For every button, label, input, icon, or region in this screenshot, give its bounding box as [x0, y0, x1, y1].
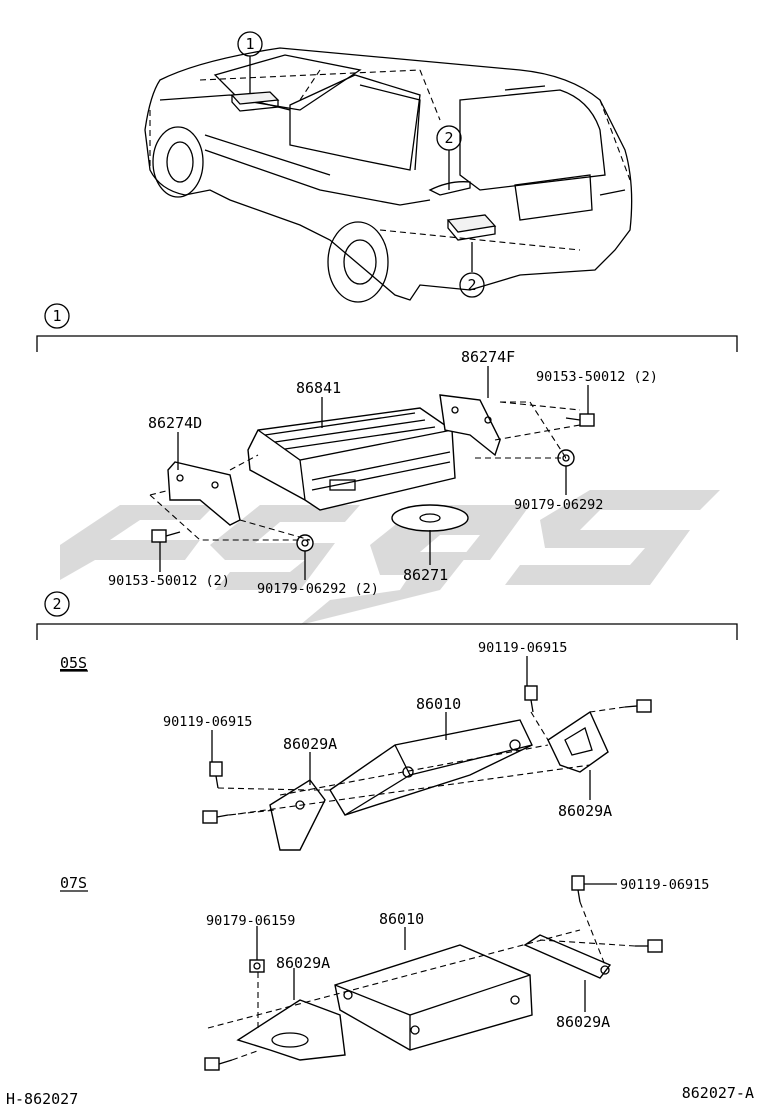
bolt-left-lower-05s	[202, 810, 229, 824]
bracket-left-07s	[236, 999, 346, 1061]
label-bolt-top-05s: 90119-06915	[478, 640, 567, 656]
callout-section-2: 2	[52, 595, 61, 613]
section-2: 2 05S	[36, 591, 738, 1071]
amplifier-86010-07s	[334, 944, 533, 1051]
bolt-right-s1	[565, 413, 595, 427]
bracket-86274D	[167, 461, 241, 526]
bolt-right-07s	[635, 939, 663, 953]
label-86274D: 86274D	[148, 414, 202, 432]
bolt-right-05s	[624, 699, 652, 713]
label-bolt-left-05s: 90119-06915	[163, 714, 252, 730]
bolt-left-s1	[151, 529, 181, 543]
bolt-right-top-07s	[571, 875, 585, 903]
bracket-right-05s	[547, 710, 609, 773]
bracket-left-05s	[269, 779, 326, 851]
callout-vehicle-2a: 2	[444, 129, 453, 147]
label-86271: 86271	[403, 566, 448, 584]
footer-right-code: 862027-A	[682, 1084, 754, 1102]
label-nut-left-07s: 90179-06159	[206, 913, 295, 929]
label-86029A-left-07s: 86029A	[276, 954, 330, 972]
bolt-left-05s	[209, 761, 223, 789]
watermark-logo	[60, 490, 720, 625]
bolt-lower-left-07s	[204, 1057, 233, 1071]
bracket-86274F	[439, 394, 501, 457]
label-bolt-left-s1: 90153-50012 (2)	[108, 573, 230, 589]
label-nut-left-s1: 90179-06292 (2)	[257, 581, 379, 597]
label-86010-07s: 86010	[379, 910, 424, 928]
amplifier-86010-05s	[329, 719, 533, 816]
label-86010-05s: 86010	[416, 695, 461, 713]
label-86274F: 86274F	[461, 348, 515, 366]
label-nut-right-s1: 90179-06292	[514, 497, 603, 513]
bracket-right-07s	[523, 934, 612, 979]
nut-left-07s	[249, 959, 265, 973]
label-bolt-right-07s: 90119-06915	[620, 877, 709, 893]
callout-vehicle-1: 1	[245, 35, 254, 53]
footer-left-code: H-862027	[6, 1090, 78, 1108]
callout-section-1: 1	[52, 307, 61, 325]
callout-vehicle-2b: 2	[467, 276, 476, 294]
variant-07s: 07S	[60, 874, 87, 892]
variant-05s: 05S	[60, 654, 87, 672]
section-1: 1	[36, 303, 738, 597]
vehicle-illustration: 1 2 2	[144, 31, 633, 303]
amplifier-86841	[247, 407, 456, 511]
bolt-top-05s	[524, 685, 538, 713]
disc-86271	[391, 504, 469, 532]
label-86029A-left-05s: 86029A	[283, 735, 337, 753]
label-86029A-right-05s: 86029A	[558, 802, 612, 820]
label-86029A-right-07s: 86029A	[556, 1013, 610, 1031]
label-86841: 86841	[296, 379, 341, 397]
label-bolt-right-s1: 90153-50012 (2)	[536, 369, 658, 385]
